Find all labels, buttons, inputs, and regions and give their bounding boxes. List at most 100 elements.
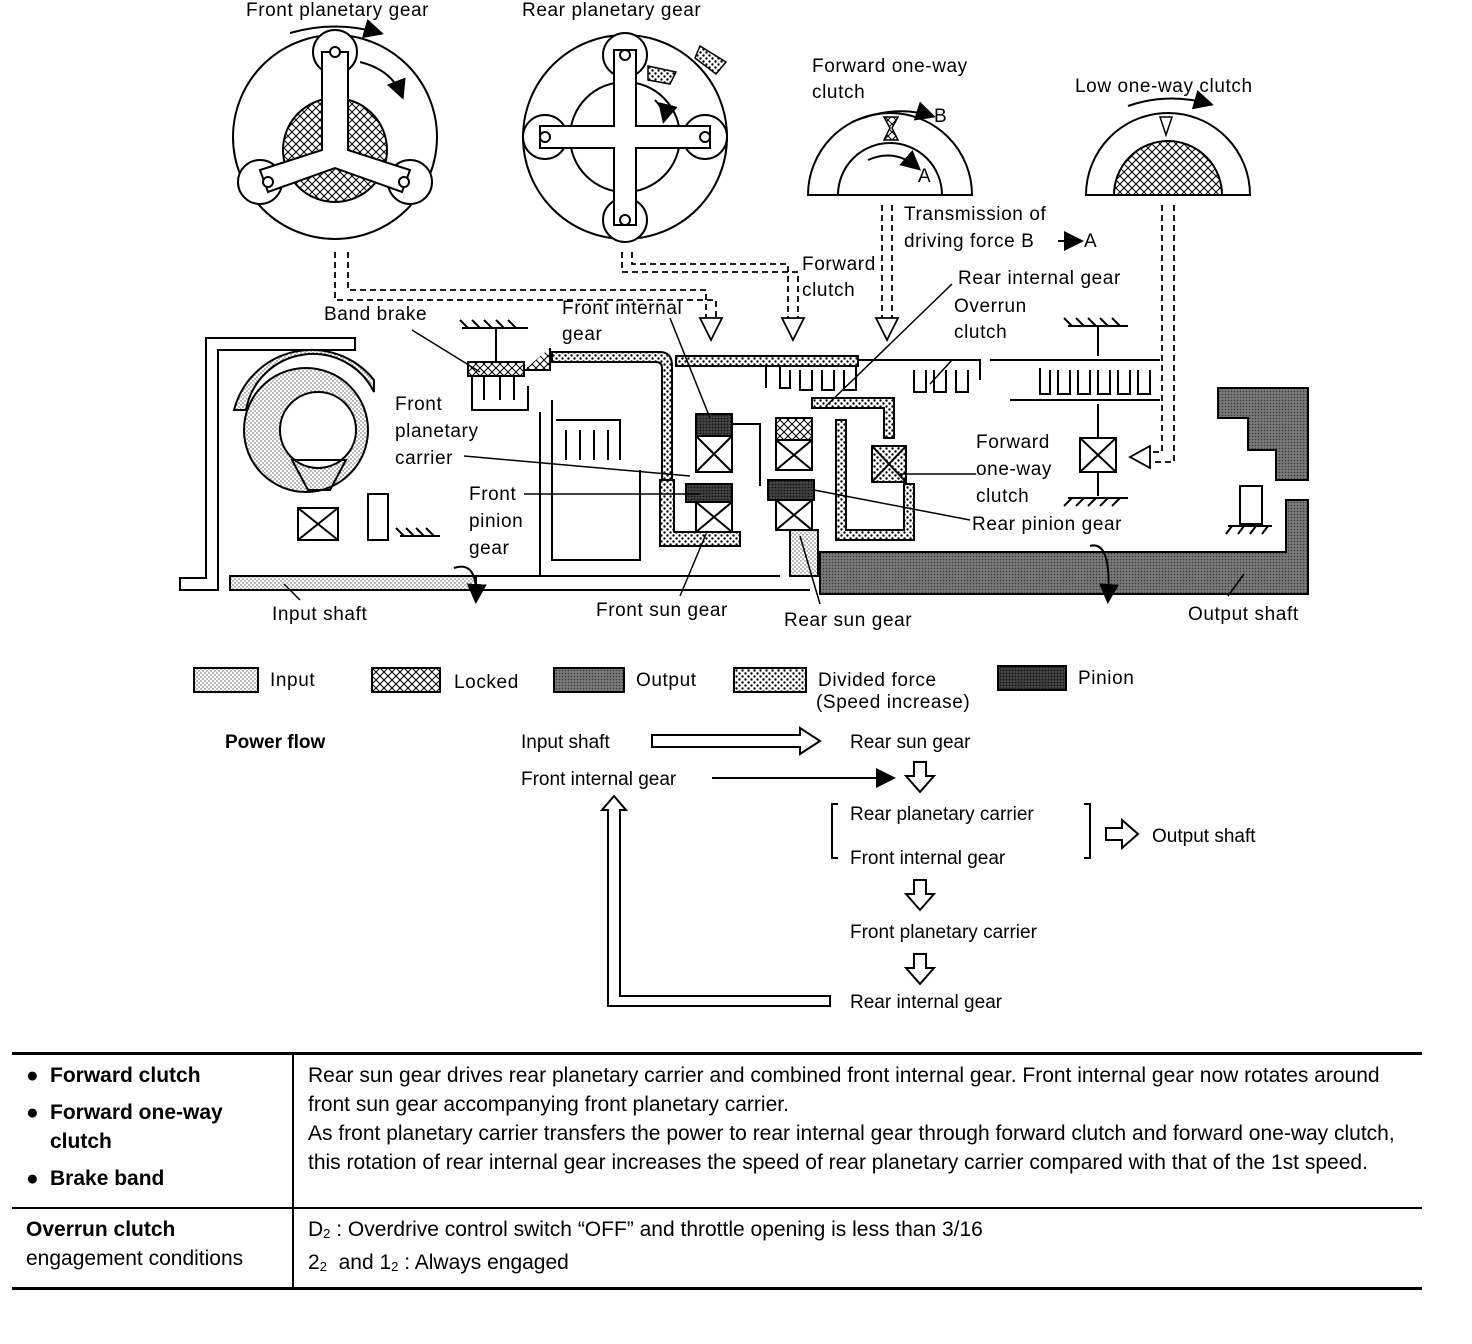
range-2: 2 <box>308 1251 320 1274</box>
overrun-condition-1: D2 : Overdrive control switch “OFF” and … <box>308 1215 1408 1248</box>
legend-label-locked: Locked <box>454 672 519 693</box>
pf-left-bracket <box>831 803 838 859</box>
overrun-subtitle: engagement conditions <box>26 1247 244 1270</box>
power-flow-title: Power flow <box>225 732 326 753</box>
bullet-icon: ● <box>26 1101 39 1124</box>
label-forward-clutch-1: Forward <box>802 254 876 275</box>
components-cell: ●Forward clutch ●Forward one-way clutch … <box>12 1052 294 1209</box>
condition-2-text: : Always engaged <box>398 1251 569 1274</box>
d-range: D <box>308 1218 324 1241</box>
forward-oneway-clutch-illustration <box>806 101 974 196</box>
pf-return-arrow-icon <box>599 794 831 1007</box>
label-transmission-1: Transmission of <box>904 204 1047 225</box>
label-front-pinion-gear-2: pinion <box>469 511 523 532</box>
label-front-internal-gear-1: Front internal <box>562 298 682 319</box>
pf-right-bracket <box>1084 803 1091 859</box>
label-front-pinion-gear-1: Front <box>469 484 516 505</box>
label-forward-clutch-2: clutch <box>802 280 855 301</box>
label-overrun-clutch-2: clutch <box>954 322 1007 343</box>
condition-1-text: : Overdrive control switch “OFF” and thr… <box>330 1218 983 1241</box>
legend-label-divided-2: (Speed increase) <box>816 692 970 713</box>
description-cell: Rear sun gear drives rear planetary carr… <box>293 1052 1422 1209</box>
legend-swatch-output <box>553 667 625 693</box>
legend-label-output: Output <box>636 670 697 691</box>
bullet-item: ● Forward one-way clutch <box>26 1098 278 1156</box>
legend-label-input: Input <box>270 670 315 691</box>
overrun-title-cell: Overrun clutch engagement conditions <box>12 1208 294 1290</box>
low-oneway-clutch-illustration <box>1084 89 1252 196</box>
power-flow-diagram: Front planetary gear Rear planetary gear… <box>179 0 1309 1013</box>
info-table-row-components: ●Forward clutch ●Forward one-way clutch … <box>12 1052 1422 1209</box>
transmission-cross-section <box>179 317 1309 604</box>
label-rear-pinion-gear: Rear pinion gear <box>972 514 1122 535</box>
rear-planetary-gear-illustration <box>522 32 728 243</box>
label-mark-b: B <box>934 106 947 127</box>
bullet-brake-band: Brake band <box>50 1167 165 1190</box>
legend-swatch-locked <box>371 667 441 693</box>
label-rear-sun-gear: Rear sun gear <box>784 610 912 631</box>
label-transmission-2: driving force B <box>904 231 1034 252</box>
pf-rear-internal-gear: Rear internal gear <box>850 992 1003 1013</box>
legend-swatch-divided <box>733 667 807 693</box>
info-table: ●Forward clutch ●Forward one-way clutch … <box>12 1052 1422 1290</box>
leader-lines <box>283 283 1245 605</box>
pf-rear-sun-gear: Rear sun gear <box>850 732 971 753</box>
label-rear-internal-gear: Rear internal gear <box>958 268 1121 289</box>
pf-input-shaft: Input shaft <box>521 732 610 753</box>
label-forward-oneway-mid-1: Forward <box>976 432 1050 453</box>
bullet-icon: ● <box>26 1064 39 1087</box>
legend-swatch-input <box>193 667 259 693</box>
label-forward-oneway-top-1: Forward one-way <box>812 56 968 77</box>
pf-down-arrow-3-icon <box>903 953 937 986</box>
d-range-sub: 2 <box>323 1226 331 1241</box>
label-front-internal-gear-2: gear <box>562 324 603 345</box>
bullet-item: ● Brake band <box>26 1164 278 1193</box>
legend-label-pinion: Pinion <box>1078 668 1134 689</box>
label-front-planetary-carrier-1: Front <box>395 394 442 415</box>
pf-hollow-arrow-right-icon <box>651 726 822 756</box>
pf-rear-planetary-carrier: Rear planetary carrier <box>850 804 1034 825</box>
front-planetary-gear-illustration <box>232 18 438 240</box>
range-1: and 1 <box>326 1251 392 1274</box>
bullet-forward-oneway-clutch: Forward one-way clutch <box>50 1101 223 1153</box>
label-front-planetary-carrier-2: planetary <box>395 421 479 442</box>
legend: Input Locked Output Divided force (Speed… <box>193 665 1134 713</box>
overrun-condition-2: 22 and 12 : Always engaged <box>308 1248 1408 1281</box>
pf-front-internal-gear-2: Front internal gear <box>850 848 1006 869</box>
legend-label-divided: Divided force <box>818 670 937 691</box>
label-front-pinion-gear-3: gear <box>469 538 510 559</box>
dashed-arrow-heads <box>698 317 1151 470</box>
label-rear-planetary-gear: Rear planetary gear <box>522 0 701 21</box>
label-forward-oneway-mid-3: clutch <box>976 486 1029 507</box>
pf-front-planetary-carrier: Front planetary carrier <box>850 922 1038 943</box>
power-flow: Power flow Input shaft Rear sun gear Fro… <box>225 726 1256 1013</box>
label-front-planetary-gear: Front planetary gear <box>246 0 429 21</box>
bullet-item: ● Forward clutch <box>26 1061 278 1090</box>
label-front-planetary-carrier-3: carrier <box>395 448 453 469</box>
label-forward-oneway-top-2: clutch <box>812 82 865 103</box>
pf-output-shaft: Output shaft <box>1152 826 1256 847</box>
label-output-shaft: Output shaft <box>1188 604 1299 625</box>
pf-down-arrow-1-icon <box>903 761 937 794</box>
dashed-flow-arrows <box>334 205 1175 463</box>
label-low-oneway-clutch: Low one-way clutch <box>1075 76 1253 97</box>
range-1-sub: 2 <box>391 1259 399 1274</box>
diagram-labels: Front planetary gear Rear planetary gear… <box>246 0 1299 631</box>
label-forward-oneway-mid-2: one-way <box>976 459 1052 480</box>
range-2-sub: 2 <box>319 1259 327 1274</box>
info-table-row-overrun: Overrun clutch engagement conditions D2 … <box>12 1208 1422 1290</box>
pf-hollow-arrow-output-icon <box>1105 817 1140 851</box>
label-input-shaft: Input shaft <box>272 604 367 625</box>
label-front-sun-gear: Front sun gear <box>596 600 728 621</box>
label-transmission-2-end: A <box>1084 231 1097 252</box>
overrun-title: Overrun clutch <box>26 1218 176 1241</box>
overrun-conditions-cell: D2 : Overdrive control switch “OFF” and … <box>293 1208 1422 1290</box>
pf-front-internal-gear: Front internal gear <box>521 769 677 790</box>
label-mark-a: A <box>918 166 931 187</box>
bullet-icon: ● <box>26 1167 39 1190</box>
bullet-forward-clutch: Forward clutch <box>50 1064 201 1087</box>
label-band-brake: Band brake <box>324 304 427 325</box>
legend-swatch-pinion <box>997 665 1067 691</box>
pf-down-arrow-2-icon <box>903 879 937 912</box>
label-overrun-clutch-1: Overrun <box>954 296 1027 317</box>
